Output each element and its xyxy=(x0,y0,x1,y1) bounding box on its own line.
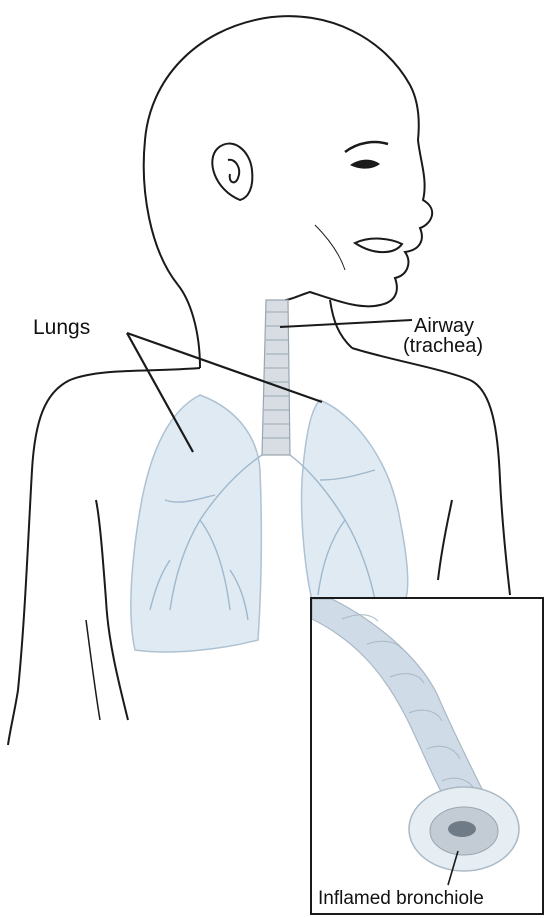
trachea-label: (trachea) xyxy=(403,336,483,356)
ear xyxy=(212,144,252,200)
bronchiole-tube xyxy=(312,599,487,809)
left-lung xyxy=(131,395,261,652)
bronchiole-inset xyxy=(310,597,544,915)
trachea xyxy=(262,300,290,455)
right-lung xyxy=(302,400,408,600)
airway-pointer xyxy=(280,320,412,327)
left-arm-inner xyxy=(96,500,128,720)
head-outline xyxy=(144,16,432,306)
mouth xyxy=(355,239,402,253)
cheek-line xyxy=(315,225,345,270)
right-arm-inner xyxy=(438,500,452,580)
eye xyxy=(350,160,380,169)
lungs-label: Lungs xyxy=(33,317,90,338)
airway-label: Airway xyxy=(414,316,474,336)
eyebrow xyxy=(345,142,388,152)
lungs-pointer-right xyxy=(127,333,322,402)
left-arm-inner-2 xyxy=(86,620,100,720)
bronchiole-illustration xyxy=(312,599,542,913)
lungs-pointer-left xyxy=(127,333,193,452)
bronchiole-lumen xyxy=(448,821,476,837)
inflamed-bronchiole-label: Inflamed bronchiole xyxy=(318,889,484,908)
